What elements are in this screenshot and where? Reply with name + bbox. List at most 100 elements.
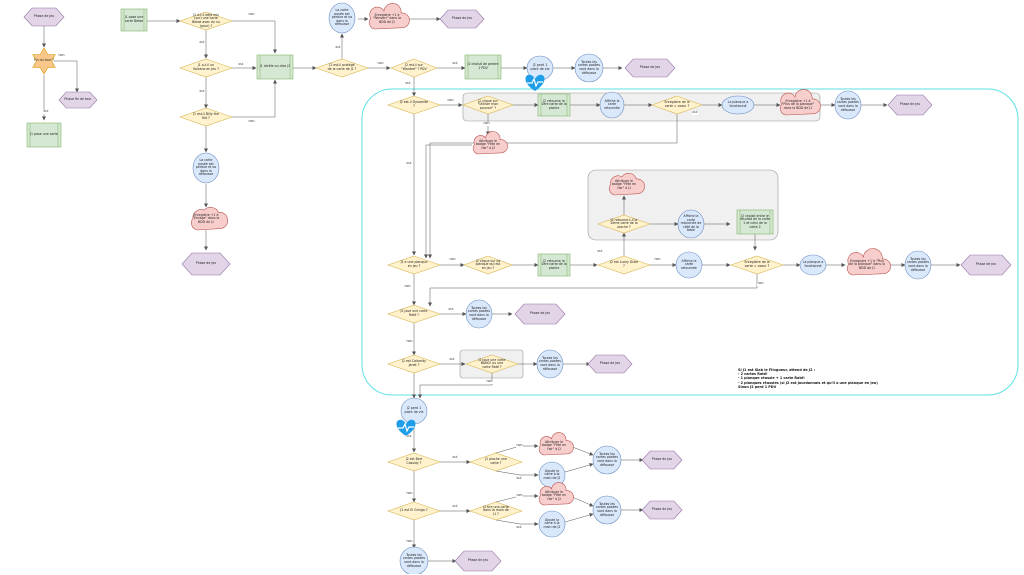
node-label-phase-2: Phase de jeu: [975, 262, 997, 267]
edge-label-non: non: [58, 53, 65, 58]
badge-node-cloud-attrib-1: [472, 131, 508, 155]
node-label-dec-couleur-1: Enregistre de la carte = coeur ?: [664, 100, 690, 108]
decision-node-dec-volcano: [179, 58, 233, 78]
main-frame: [361, 88, 1019, 396]
badge-node-cloud-attrib-b1: [538, 432, 574, 456]
edge-label-oui: oui: [199, 40, 205, 45]
edge-label-oui: oui: [516, 525, 522, 530]
phase-node-phase-1: [887, 94, 933, 116]
edge-label-oui: oui: [335, 45, 341, 50]
node-label-circ-ajoute-b1: Ajoute la carte à la main de J2: [543, 468, 561, 480]
phase-node-phase-b3: [454, 550, 502, 572]
node-label-dec-pioche-carte: J2 pioche une carte ?: [485, 457, 507, 465]
decision-node-dec-calamity: [387, 354, 441, 374]
action-node-circ-carte-perdue-left: [192, 152, 220, 184]
decision-node-dec-el-gringo: [387, 501, 441, 521]
phase-node-phase-left-mid: [181, 252, 231, 276]
action-node-circ-toutes-b2: [592, 495, 622, 525]
node-label-dec-billy: J1 est-il Billy the Kid ?: [193, 112, 219, 120]
node-label-proc-choisit-mid: J2 choisit entre le résultat de la carte…: [739, 213, 771, 229]
node-label-phase-b1: Phase de jeu: [651, 457, 673, 462]
node-label-circ-affiche-2: Affiche la carte retournée: [681, 258, 697, 270]
action-node-circ-affiche-mid: [677, 209, 705, 239]
node-label-circ-ajoute-b2: Ajoute la carte à la main de J2: [543, 517, 561, 529]
edge-label-non: non: [248, 12, 255, 17]
edge-label-non: non: [377, 61, 384, 66]
edge-label-non: non: [516, 443, 523, 448]
node-label-cloud-planque-2: Enregistre +1 à "Plus de la planque" dan…: [849, 258, 885, 270]
node-label-phase-b3: Phase de jeu: [467, 558, 489, 563]
edge-label-oui: oui: [448, 307, 454, 312]
edge-label-non: non: [449, 257, 456, 262]
edge-label-oui: oui: [199, 89, 205, 94]
badge-node-cloud-planque-2: [846, 248, 891, 276]
decision-node-dec-bart: [387, 452, 441, 472]
edge-label-oui: oui: [597, 249, 603, 254]
node-label-dec-retourne-mid: J2 retourne-t-il la 2ème carte de la pio…: [610, 217, 638, 229]
heart-icon: [525, 74, 545, 91]
node-label-cloud-attrib-b1: Attribuer le badge "Fête en l'air" à J2: [541, 439, 567, 451]
decision-node-dec-j2-prot: [315, 58, 369, 78]
phase-node-phase-fin-tour: [58, 91, 98, 109]
badge-node-cloud-attrib-b2: [538, 482, 574, 506]
edge-label-oui: oui: [452, 61, 458, 66]
node-label-circ-carte-perdue-left: La carte posée est perdue et va dans la …: [195, 158, 217, 177]
node-label-phase-fin-tour: Phase fin de tour: [64, 97, 92, 102]
process-node-proc-retourne-1: [537, 93, 571, 117]
edge-label-non: non: [486, 379, 493, 384]
edge-label-non: non: [404, 284, 411, 289]
process-node-proc-j2-rotate: [256, 54, 294, 80]
node-label-phase-left-top: Phase de jeu: [33, 14, 55, 19]
node-label-circ-toutes-3: Toutes les cartes posées vont dans la dé…: [467, 305, 491, 321]
group-dynamite: [462, 92, 821, 122]
badge-node-cloud-enrage-top: [368, 3, 410, 30]
decision-node-dec-dynamite: [387, 95, 441, 115]
node-label-star-fin-tour: Fin du tour ?: [34, 58, 54, 63]
action-node-circ-toutes-3: [465, 299, 493, 329]
decision-node-dec-tirer-prime: [462, 95, 514, 115]
decision-node-dec-wanted: [390, 58, 438, 78]
node-label-dec-betoe-ami: J1 a-t-il déjà mis (sur) une carte Betoe…: [192, 12, 220, 28]
node-label-dec-tire-main: J2 tire une carte dans la main de J1 ?: [483, 504, 509, 516]
node-label-dec-planque: J2 a une planque en jeu ?: [400, 260, 428, 268]
node-label-dec-tirer-prime: J2 clique sur "Utiliser mon pouvoir" ?: [477, 98, 499, 110]
phase-node-phase-b1: [641, 450, 683, 470]
node-label-circ-toutes-b1: Toutes les cartes posées vont dans la dé…: [595, 451, 619, 467]
edge-label-non: non: [406, 339, 413, 344]
edge-label-oui: oui: [452, 455, 458, 460]
node-label-dec-wanted: J2 est-il sur "Wanted" ? PDV: [401, 63, 427, 71]
edge-label-oui: oui: [452, 504, 458, 509]
node-label-circ-perd-bottom: J2 perd 1 point de vie: [404, 406, 424, 414]
node-label-circ-toutes-top: Toutes les cartes posées vont dans la dé…: [577, 59, 601, 75]
node-label-circ-planque-1: La planque a fonctionné: [727, 100, 749, 108]
node-label-dec-joue-bang: J2 joue une carte BANG! ou une carte Rat…: [478, 357, 506, 369]
process-node-proc-pose-betoe: [120, 8, 148, 32]
process-node-proc-choisit-mid: [736, 209, 774, 235]
node-label-proc-retourne-1: J2 retourne la 1ère carte de la pioche: [541, 98, 567, 110]
node-label-cloud-planque-1: Enregistre +1 à "Plus de la planque" dan…: [781, 98, 815, 110]
decision-node-dec-couleur-2: [730, 255, 784, 275]
node-label-dec-volcano: J1 a-t-il un Volcano en jeu ?: [192, 63, 219, 71]
phase-node-phase-3: [514, 303, 566, 325]
phase-node-phase-b2: [641, 500, 683, 520]
edge-label-non: non: [447, 98, 454, 103]
action-node-circ-planque-1: [721, 95, 755, 115]
decision-node-dec-lucky: [597, 255, 651, 275]
phase-node-phase-left-top: [23, 7, 65, 27]
edge-label-non: non: [516, 493, 523, 498]
edge-label-oui: oui: [238, 62, 244, 67]
decision-node-dec-tire-main: [469, 501, 523, 521]
process-node-proc-retourne-2: [537, 253, 571, 277]
node-label-circ-toutes-4: Toutes les cartes posées vont dans la dé…: [538, 355, 562, 371]
node-label-phase-b2: Phase de jeu: [651, 507, 673, 512]
node-label-phase-3: Phase de jeu: [529, 311, 551, 316]
node-label-dec-bart: J2 est Bart Cassidy ?: [405, 457, 423, 465]
node-label-cloud-enrage-top: Enregistre +1 à "Renverr" dans la BDD de…: [373, 12, 401, 24]
action-node-circ-toutes-b1: [592, 445, 622, 475]
node-label-proc-j2-pdv: J2 choisit de perdre 1 PDV: [467, 62, 499, 70]
edge-label-non: non: [757, 281, 764, 286]
action-node-circ-carte-perdue-top: [328, 2, 356, 34]
action-node-circ-affiche-1: [599, 91, 625, 119]
phase-node-phase-4: [587, 354, 633, 374]
